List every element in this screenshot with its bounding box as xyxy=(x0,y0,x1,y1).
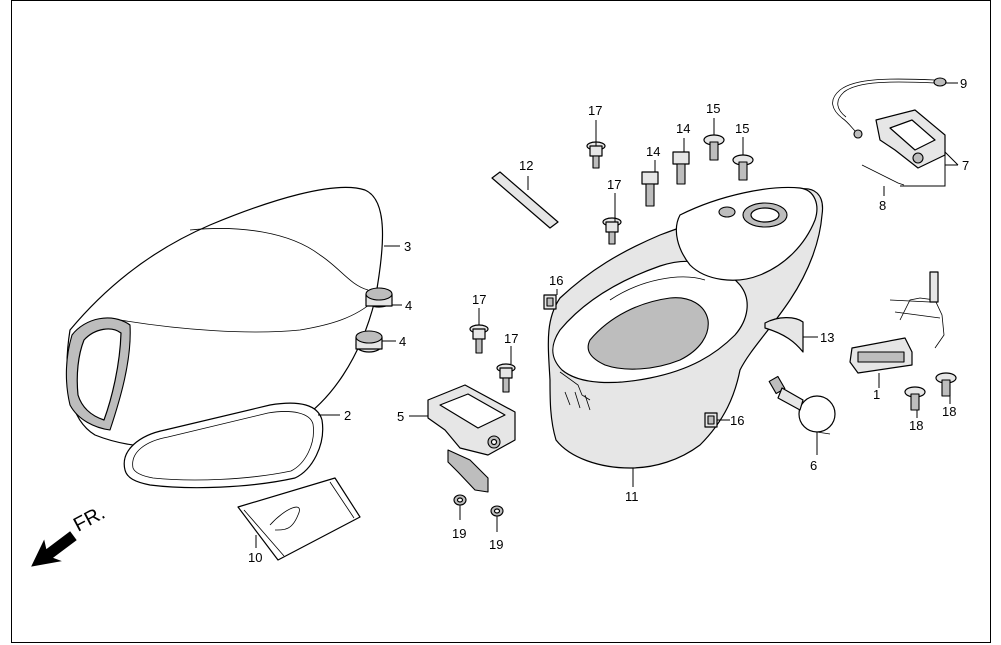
callout-label: 15 xyxy=(706,101,720,116)
callout-label: 17 xyxy=(472,292,486,307)
callout-label: 7 xyxy=(962,158,969,173)
callout-label: 8 xyxy=(879,198,886,213)
bulb-socket-part xyxy=(768,375,836,435)
callout-label: 19 xyxy=(489,537,503,552)
callout-label: 4 xyxy=(405,298,412,313)
callout-label: 15 xyxy=(735,121,749,136)
callout-label: 9 xyxy=(960,76,967,91)
seat-hinge-bracket-part xyxy=(427,384,516,493)
front-direction-label: FR. xyxy=(70,502,109,537)
seat-lock-assembly xyxy=(832,77,947,186)
callout-label: 17 xyxy=(588,103,602,118)
callout-label: 18 xyxy=(909,418,923,433)
nut-part xyxy=(453,494,504,517)
callout-label: 16 xyxy=(730,413,744,428)
callout-label: 11 xyxy=(625,489,639,504)
luggage-lamp-part xyxy=(849,271,945,374)
callout-label: 19 xyxy=(452,526,466,541)
callout-label: 12 xyxy=(519,158,533,173)
seat-part xyxy=(65,186,384,448)
callout-label: 5 xyxy=(397,409,404,424)
callout-label: 13 xyxy=(820,330,834,345)
callout-label: 4 xyxy=(399,334,406,349)
callout-label: 14 xyxy=(646,144,660,159)
sticker-part xyxy=(491,171,559,229)
callout-label: 2 xyxy=(344,408,351,423)
callout-label: 3 xyxy=(404,239,411,254)
front-direction-arrow: FR. xyxy=(31,502,109,567)
seat-gasket-part xyxy=(123,402,324,489)
clip-part xyxy=(543,294,718,428)
callout-label: 16 xyxy=(549,273,563,288)
callout-label: 18 xyxy=(942,404,956,419)
screw-part xyxy=(904,372,957,411)
cover-part xyxy=(764,317,804,353)
callout-label: 10 xyxy=(248,550,262,565)
callout-label: 6 xyxy=(810,458,817,473)
callout-label: 17 xyxy=(504,331,518,346)
luggage-box-part xyxy=(547,186,824,469)
callout-labels: 1 2 3 4 4 5 6 7 8 9 10 11 12 13 14 14 15… xyxy=(248,76,969,565)
callout-label: 1 xyxy=(873,387,880,402)
leader-lines xyxy=(255,82,959,548)
manual-bag-part xyxy=(237,477,361,561)
callout-label: 14 xyxy=(676,121,690,136)
damper-part xyxy=(355,287,393,353)
callout-label: 17 xyxy=(607,177,621,192)
